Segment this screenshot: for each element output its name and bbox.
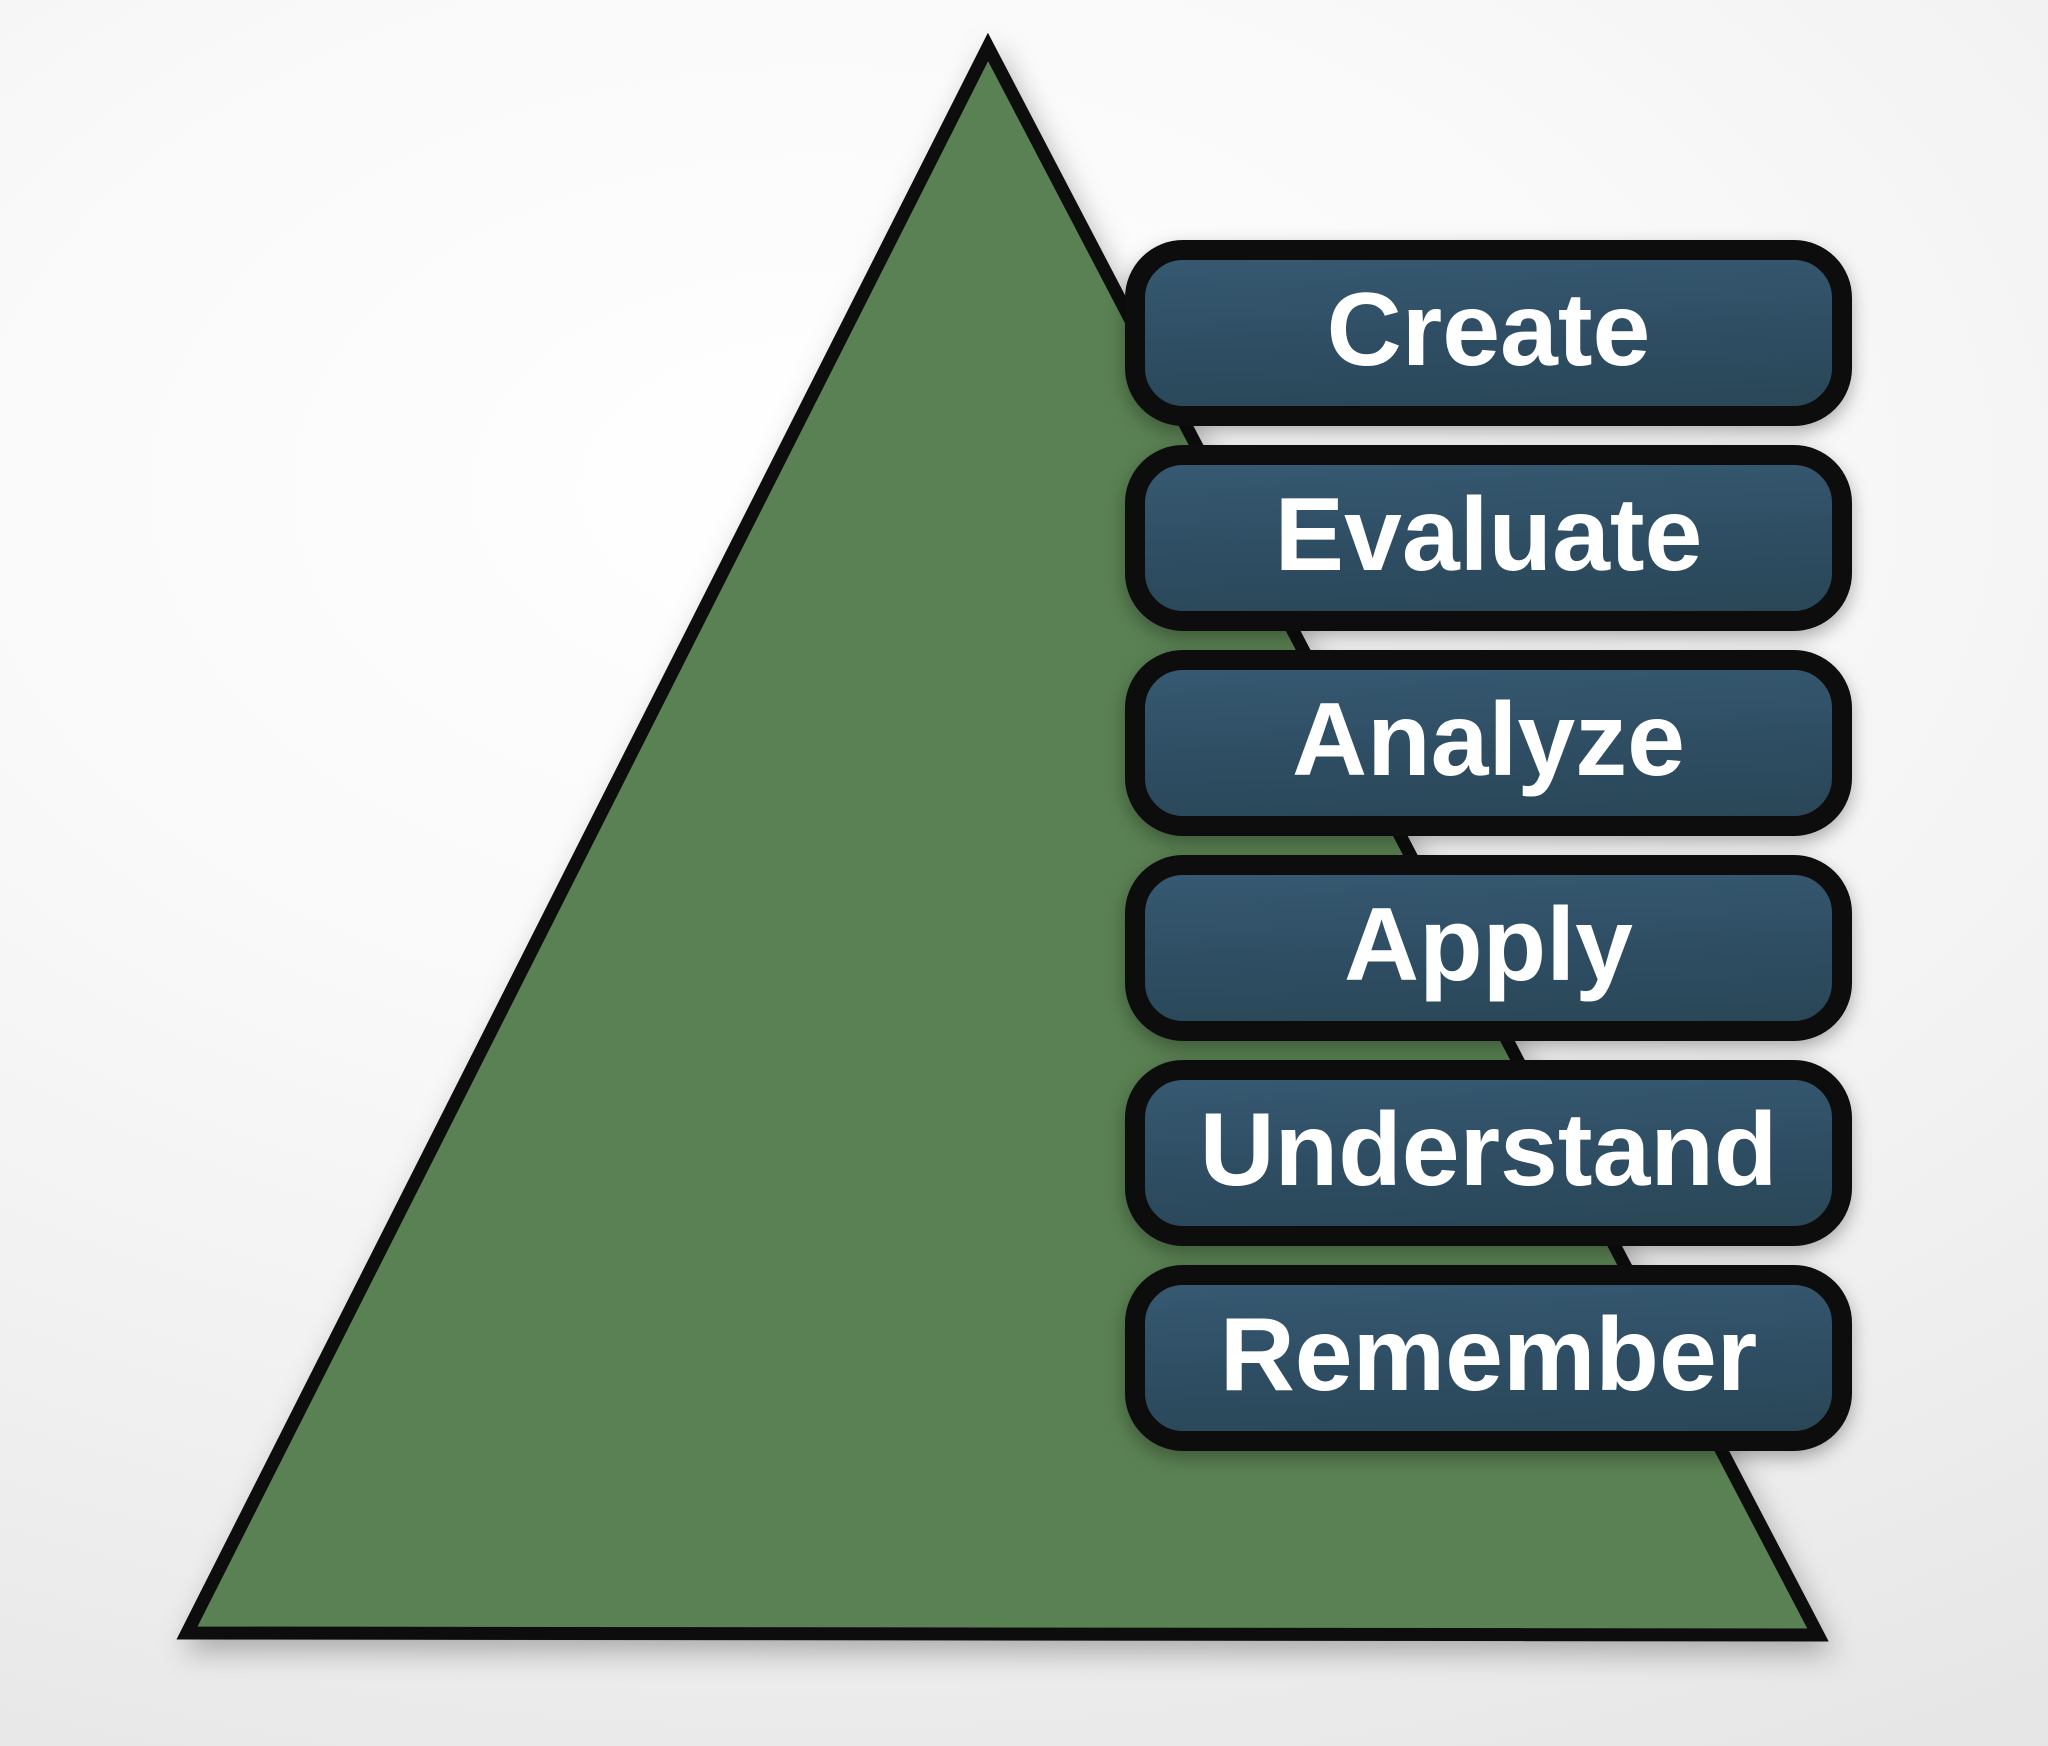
level-pill-evaluate: Evaluate (1125, 445, 1852, 631)
level-label-remember: Remember (1219, 1297, 1758, 1413)
level-pill-analyze: Analyze (1125, 650, 1852, 836)
level-label-evaluate: Evaluate (1274, 477, 1703, 593)
level-pill-remember: Remember (1125, 1265, 1852, 1451)
level-label-analyze: Analyze (1291, 682, 1686, 798)
level-label-apply: Apply (1344, 887, 1633, 1003)
level-label-understand: Understand (1199, 1092, 1778, 1208)
level-pill-understand: Understand (1125, 1060, 1852, 1246)
level-pill-apply: Apply (1125, 855, 1852, 1041)
level-label-create: Create (1326, 272, 1651, 388)
level-pill-create: Create (1125, 240, 1852, 426)
